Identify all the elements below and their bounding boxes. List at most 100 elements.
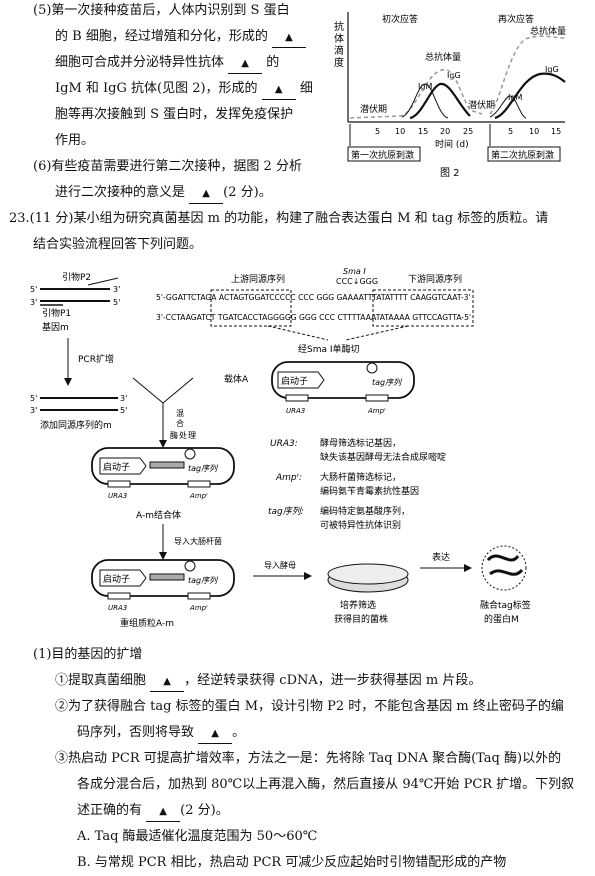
strand-end: 3': [30, 406, 37, 415]
answer-blank[interactable]: ▲: [189, 184, 224, 204]
figure-2-antibody-chart: 抗 体 滴 度 初次应答 再次应答 总抗体量 总抗体量 IgM IgG IgM …: [334, 12, 566, 179]
igm-curve-2: [489, 95, 527, 119]
second-stimulus-box: [487, 146, 561, 162]
answer-blank[interactable]: ▲: [228, 54, 263, 74]
q1-option-b: B. 与常规 PCR 相比，热启动 PCR 可减少反应起始时引物错配形成的产物: [77, 855, 507, 870]
strand-end: 3': [30, 298, 37, 307]
promoter-label: 启动子: [281, 375, 308, 387]
strand-end: 5': [113, 298, 120, 307]
tag-label: tag序列: [188, 464, 219, 473]
cut-site-label: CCC↓GGG: [336, 277, 378, 286]
igg-curve-1: [409, 82, 471, 120]
second-stimulus-label: 第二次抗原刺激: [491, 149, 554, 161]
legend-tag-text2: 可被特异性抗体识别: [320, 519, 401, 531]
pcr-label: PCR扩增: [78, 353, 114, 365]
sequence-top-strand: 5'-GGATTCTAGA ACTAGTGGATCCCCC CCC GGG GA…: [156, 293, 471, 302]
primer-p1-label: 引物P1: [42, 307, 71, 319]
fusion-label-2: 的蛋白M: [484, 613, 519, 625]
q1-s3-line3: 述正确的有 ▲(2 分)。: [77, 798, 229, 824]
q1-title: (1)目的基因的扩增: [33, 647, 143, 662]
vector-a-plasmid: [271, 361, 415, 399]
tag-label: tag序列: [372, 378, 403, 387]
amp-label: Ampʳ: [189, 492, 209, 500]
first-response-label: 初次应答: [382, 13, 418, 25]
legend-tag: tag序列:: [268, 506, 304, 517]
sma-label: Sma Ⅰ: [343, 268, 366, 276]
legend-amp-text2: 编码氨苄青霉素抗性基因: [320, 485, 419, 497]
q1-s1: ①提取真菌细胞 ▲，经逆转录获得 cDNA，进一步获得基因 m 片段。: [55, 668, 481, 694]
am-combo-plasmid: [91, 447, 235, 485]
mix-label-3: 酶: [170, 430, 178, 440]
y-axis-label-3: 滴: [334, 44, 344, 57]
legend-tag-text1: 编码特定氨基酸序列，: [320, 505, 410, 517]
q1-s3-line1: ③热启动 PCR 可提高扩增效率，方法之一是：先将除 Taq DNA 聚合酶(T…: [55, 751, 562, 766]
recombinant-label: 重组质粒A-m: [120, 617, 174, 629]
sequence-bottom-strand: 3'-CCTAAGATCT TGATCACCTAGGGGG GGG CCC CT…: [156, 313, 471, 322]
total-antibody-curve-2: [489, 35, 566, 115]
ura3-label: URA3: [108, 492, 127, 500]
igm-curve-1: [401, 83, 449, 119]
strand-end: 5': [120, 406, 127, 415]
answer-blank[interactable]: ▲: [261, 80, 296, 100]
q1-option-a: A. Taq 酶最适催化温度范围为 50～60℃: [77, 829, 318, 844]
tag-label: tag序列: [188, 576, 219, 585]
fusion-label-1: 融合tag标签: [480, 599, 531, 611]
strand-end: 5': [30, 394, 37, 403]
upstream-label: 上游同源序列: [231, 273, 285, 285]
mix-label-5: 理: [188, 431, 196, 440]
tick-label: 5: [375, 127, 380, 136]
answer-blank[interactable]: ▲: [150, 672, 185, 692]
legend-ura3: URA3:: [270, 439, 298, 449]
q5-line2: 的 B 细胞，经过增殖和分化，形成的 ▲: [55, 24, 306, 50]
ecoli-label: 导入大肠杆菌: [174, 536, 222, 546]
total-antibody-label-2: 总抗体量: [530, 25, 566, 37]
downstream-label: 下游同源序列: [408, 273, 462, 285]
total-antibody-curve-1: [349, 69, 483, 119]
x-axis-label: 时间 (d): [435, 138, 469, 150]
gene-m-label: 基因m: [42, 321, 69, 333]
primer-p2-label: 引物P2: [62, 271, 91, 283]
strand-end: 3': [120, 394, 127, 403]
latent-period-label-1: 潜伏期: [360, 103, 387, 115]
combo-label: A-m结合体: [136, 509, 181, 521]
express-label: 表达: [432, 551, 450, 563]
q1-s2-line1: ②为了获得融合 tag 标签的蛋白 M，设计引物 P2 时，不能包含基因 m 终…: [55, 699, 564, 714]
q5-line1: (5)第一次接种疫苗后，人体内识别到 S 蛋白: [33, 3, 290, 18]
experiment-flow-diagram: 引物P2 5' 3' 3' 5' 引物P1 基因m PCR扩增 5' 3' 3'…: [30, 268, 531, 629]
recombinant-plasmid: [91, 559, 235, 597]
total-antibody-label-1: 总抗体量: [425, 51, 461, 63]
tick-label: 25: [463, 127, 473, 136]
legend-ura3-text1: 酵母筛选标记基因，: [320, 437, 401, 449]
q6-line2: 进行二次接种的意义是 ▲(2 分)。: [55, 180, 272, 206]
strand-end: 5': [30, 285, 37, 294]
latent-period-label-2: 潜伏期: [468, 99, 495, 111]
y-axis-label-1: 抗: [334, 20, 344, 33]
strand-end: 3': [113, 285, 120, 294]
legend-amp: Ampʳ:: [275, 473, 302, 483]
q6-line1: (6)有些疫苗需要进行第二次接种，据图 2 分析: [33, 159, 302, 174]
tick-label: 15: [418, 127, 428, 136]
mix-label-1: 混: [176, 409, 184, 418]
q1-s2-line2: 码序列，否则将导致 ▲。: [77, 720, 245, 746]
y-axis-label-4: 度: [334, 56, 344, 69]
tick-label: 15: [551, 127, 561, 136]
second-response-label: 再次应答: [498, 13, 534, 25]
igg-curve-2: [494, 72, 566, 120]
q23-line1: 23.(11 分)某小组为研究真菌基因 m 的功能，构建了融合表达蛋白 M 和 …: [9, 211, 549, 226]
fusion-protein-icon: [481, 545, 527, 591]
mix-label-2: 合: [176, 418, 184, 428]
y-axis-label-2: 体: [334, 33, 344, 45]
answer-blank[interactable]: ▲: [146, 802, 181, 822]
first-stimulus-box: [347, 146, 421, 162]
q5-line3: 细胞可合成并分泌特异性抗体 ▲ 的: [55, 50, 279, 76]
answer-blank[interactable]: ▲: [271, 28, 306, 48]
tick-label: 5: [508, 127, 513, 136]
q5-line5: 胞等再次接触到 S 蛋白时，发挥免疫保护: [55, 107, 294, 122]
q5-line6: 作用。: [55, 133, 95, 148]
homologous-m-label: 添加同源序列的m: [40, 419, 112, 431]
igg-label-2: IgG: [545, 65, 559, 74]
answer-blank[interactable]: ▲: [198, 724, 233, 744]
tick-label: 20: [440, 127, 450, 136]
tick-label: 10: [529, 127, 539, 136]
ura3-label: URA3: [108, 604, 127, 612]
